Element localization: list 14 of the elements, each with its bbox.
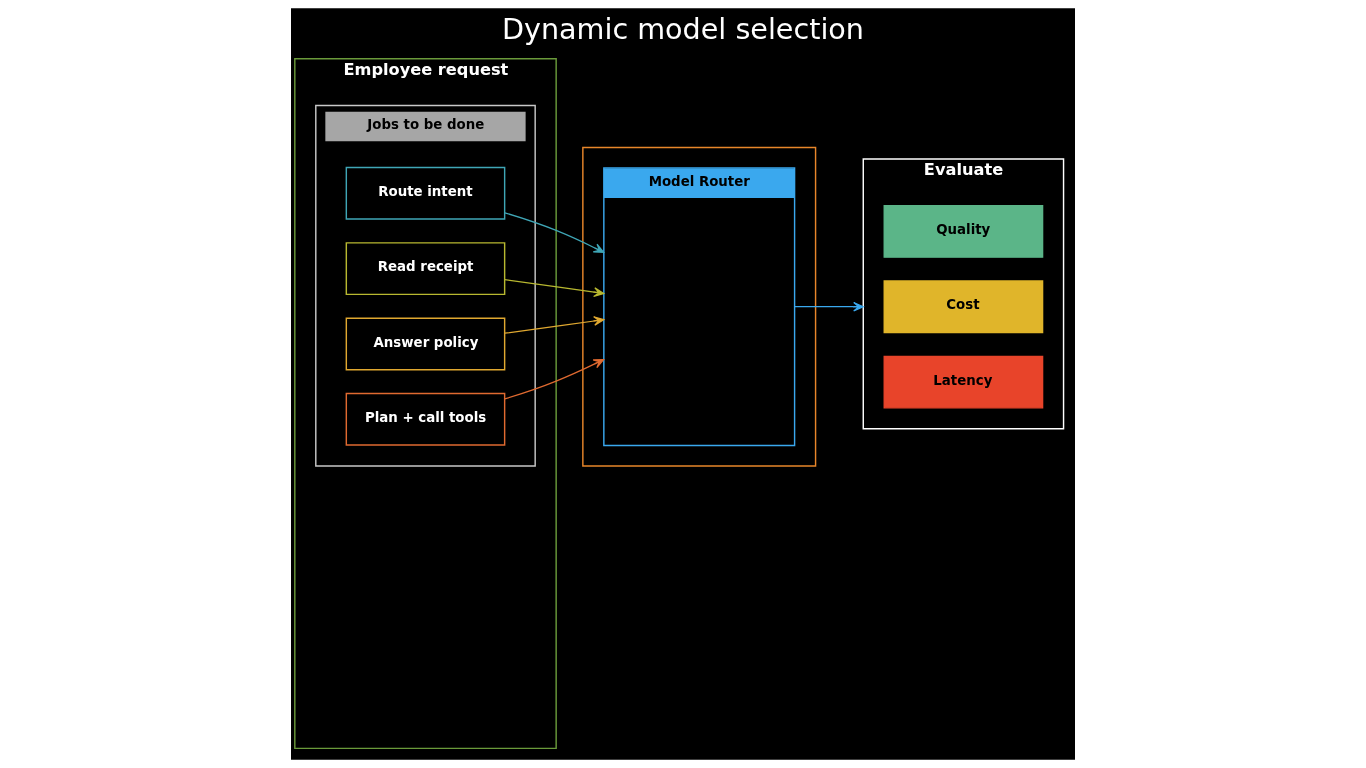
arrow <box>504 212 605 253</box>
node-box: Answer policy <box>345 317 506 371</box>
arrow <box>504 358 605 400</box>
arrow <box>504 316 605 334</box>
cluster <box>582 146 817 467</box>
arrow <box>794 301 864 312</box>
node-box: Cost <box>883 280 1044 334</box>
node-box: Read receipt <box>345 242 506 296</box>
node-box: Latency <box>883 355 1044 409</box>
arrow <box>504 278 605 297</box>
node-box: Route intent <box>345 166 506 220</box>
diagram-title: Dynamic model selection <box>501 11 865 46</box>
node-box: Quality <box>883 204 1044 258</box>
node-box: Plan + call tools <box>345 392 506 446</box>
